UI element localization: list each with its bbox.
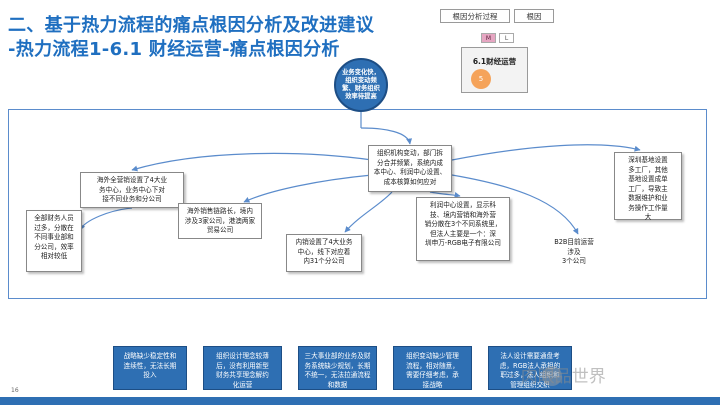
- root-cause-systems: 三大事业部的业务及财 务系统缺少规划，长期 不统一，无法拉通流程 和数据: [298, 346, 377, 390]
- title-line-2: -热力流程1-6.1 财经运营-痛点根因分析: [8, 39, 340, 60]
- node-b2b-companies: B2B目前运营涉及 3个公司: [548, 235, 600, 265]
- watermark-icon: [542, 366, 562, 386]
- footer-band: [0, 397, 720, 405]
- finance-operation-card: 6.1财经运营 5: [461, 47, 528, 93]
- l-level-box: L: [499, 33, 514, 43]
- node-shenzhen-factories: 深圳基地设置 多工厂，其他 基地设置成单 工厂，导致主 数据维护和业 务操作工作…: [614, 152, 682, 221]
- node-finance-staff-dispersed: 全部财务人员 过多，分散在 不同事业部和 分公司，效率 相对较低: [26, 210, 82, 272]
- root-cause-process-tag[interactable]: 根因分析过程: [440, 9, 510, 23]
- finance-operation-badge: 5: [471, 69, 491, 89]
- node-overseas-business-centers: 海外全营销设置了4大业 务中心，业务中心下对 接不同业务和分公司: [80, 172, 184, 208]
- root-cause-strategy: 战略缺少稳定性和 连续性，无法长期 投入: [113, 346, 187, 390]
- root-cause-legal-entity: 法人设计需要通盘考 虑，RGB法人承担的 职过多，法人组织和 管理组织交织: [488, 346, 572, 390]
- title-line-1: 二、基于热力流程的痛点根因分析及改进建议: [8, 15, 374, 36]
- node-overseas-sales-chain: 海外销售链路长，境内 涉及3家公司，港澳两家 贸易公司: [178, 203, 262, 239]
- center-node-org-change: 组织机构变动，部门拆 分合并频繁，系统内成 本中心、利润中心设置、 成本核算如何…: [368, 145, 452, 192]
- finance-operation-label: 6.1财经运营: [472, 57, 517, 66]
- pain-point-circle: 业务变化快，组织变动频繁、财务组织效率待提高: [334, 58, 388, 112]
- root-cause-org-design: 组织设计理念较薄 后，没有利用新型 财务共享理念解约 化运营: [203, 346, 282, 390]
- watermark-text: · 肉眼品世界: [510, 367, 606, 387]
- root-cause-tag[interactable]: 根因: [514, 9, 554, 23]
- node-domestic-sales-centers: 内销设置了4大业务 中心，线下对应着 内31个分公司: [286, 234, 362, 272]
- page-number: 16: [11, 387, 19, 394]
- node-profit-center-setup: 利润中心设置，显示科 技、境内营销和海外营 销分散在3个不同系统里， 但法人主要…: [416, 197, 510, 261]
- m-level-box: M: [481, 33, 496, 43]
- root-cause-change-process: 组织变动缺少管理 流程，相对随意， 需要仔细考虑，承 接战略: [393, 346, 472, 390]
